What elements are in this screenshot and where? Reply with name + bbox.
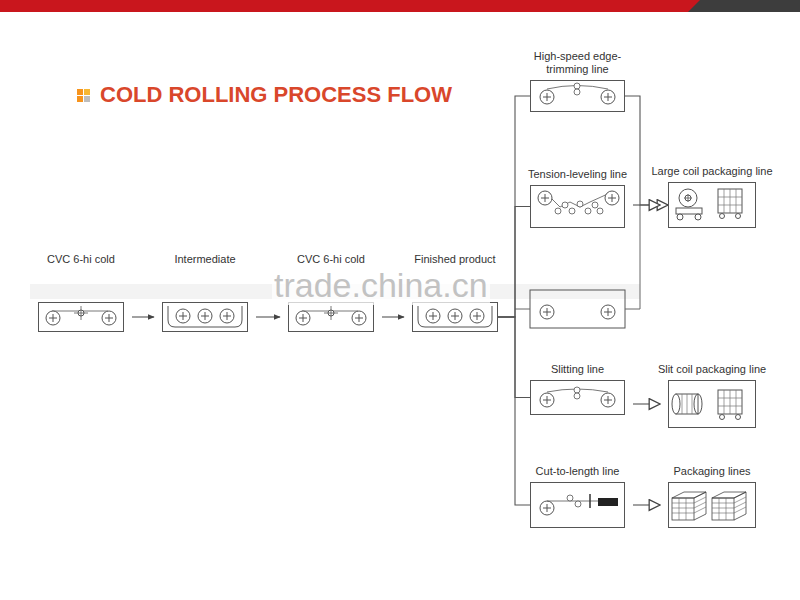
flow-connector bbox=[633, 204, 660, 205]
mill-stand bbox=[46, 306, 116, 325]
flow-connector bbox=[633, 504, 660, 505]
box-heading: High-speed edge-trimming line bbox=[526, 50, 630, 76]
title-icon bbox=[77, 89, 90, 102]
flow-connector bbox=[625, 96, 668, 205]
flow-connector bbox=[498, 207, 530, 318]
slit-coils-and-rack bbox=[672, 390, 742, 420]
top-bar bbox=[0, 0, 700, 12]
box-heading: Packaging lines bbox=[673, 465, 750, 478]
flow-connector bbox=[498, 317, 530, 505]
top-bar-dark bbox=[688, 0, 800, 12]
process-box: Large coil packaging line bbox=[668, 182, 756, 228]
box-heading: CVC 6-hi cold bbox=[297, 253, 365, 266]
process-box: Finished product bbox=[412, 302, 498, 332]
process-box: Intermediate bbox=[162, 302, 248, 332]
box-heading: Tension-leveling line bbox=[528, 168, 627, 181]
slitting-line bbox=[540, 387, 615, 407]
mill-stand bbox=[296, 306, 366, 325]
cut-line bbox=[540, 494, 618, 515]
leveling-line bbox=[538, 191, 619, 214]
title: COLD ROLLING PROCESS FLOW bbox=[100, 82, 452, 108]
box-heading: Cut-to-length line bbox=[536, 465, 620, 478]
flow-connector bbox=[382, 316, 404, 317]
flow-connector bbox=[633, 403, 660, 404]
obscured-line bbox=[515, 205, 640, 328]
flow-connector bbox=[132, 316, 154, 317]
process-box: Tension-leveling line bbox=[530, 185, 625, 228]
process-box: High-speed edge-trimming line bbox=[530, 80, 625, 112]
flow-connector bbox=[256, 316, 280, 317]
process-box: Slit coil packaging line bbox=[668, 380, 756, 428]
sheet-piles bbox=[672, 492, 746, 520]
watermark: trade.china.cn bbox=[272, 266, 490, 305]
trimming-line bbox=[540, 83, 615, 104]
coil-storage bbox=[168, 306, 242, 327]
process-box: Packaging lines bbox=[668, 482, 756, 528]
process-box: CVC 6-hi cold bbox=[38, 302, 124, 332]
coil-car-and-rack bbox=[676, 189, 742, 220]
box-heading: Intermediate bbox=[174, 253, 235, 266]
box-heading: Slitting line bbox=[551, 363, 604, 376]
process-box: Slitting line bbox=[530, 380, 625, 415]
process-box: Cut-to-length line bbox=[530, 482, 625, 528]
box-heading: CVC 6-hi cold bbox=[47, 253, 115, 266]
box-heading: Finished product bbox=[414, 253, 495, 266]
flow-connector bbox=[498, 96, 530, 317]
box-heading: Large coil packaging line bbox=[651, 165, 772, 178]
box-heading: Slit coil packaging line bbox=[658, 363, 766, 376]
flow-connector bbox=[498, 317, 530, 398]
coil-storage bbox=[418, 306, 492, 327]
process-box: CVC 6-hi cold bbox=[288, 302, 374, 332]
